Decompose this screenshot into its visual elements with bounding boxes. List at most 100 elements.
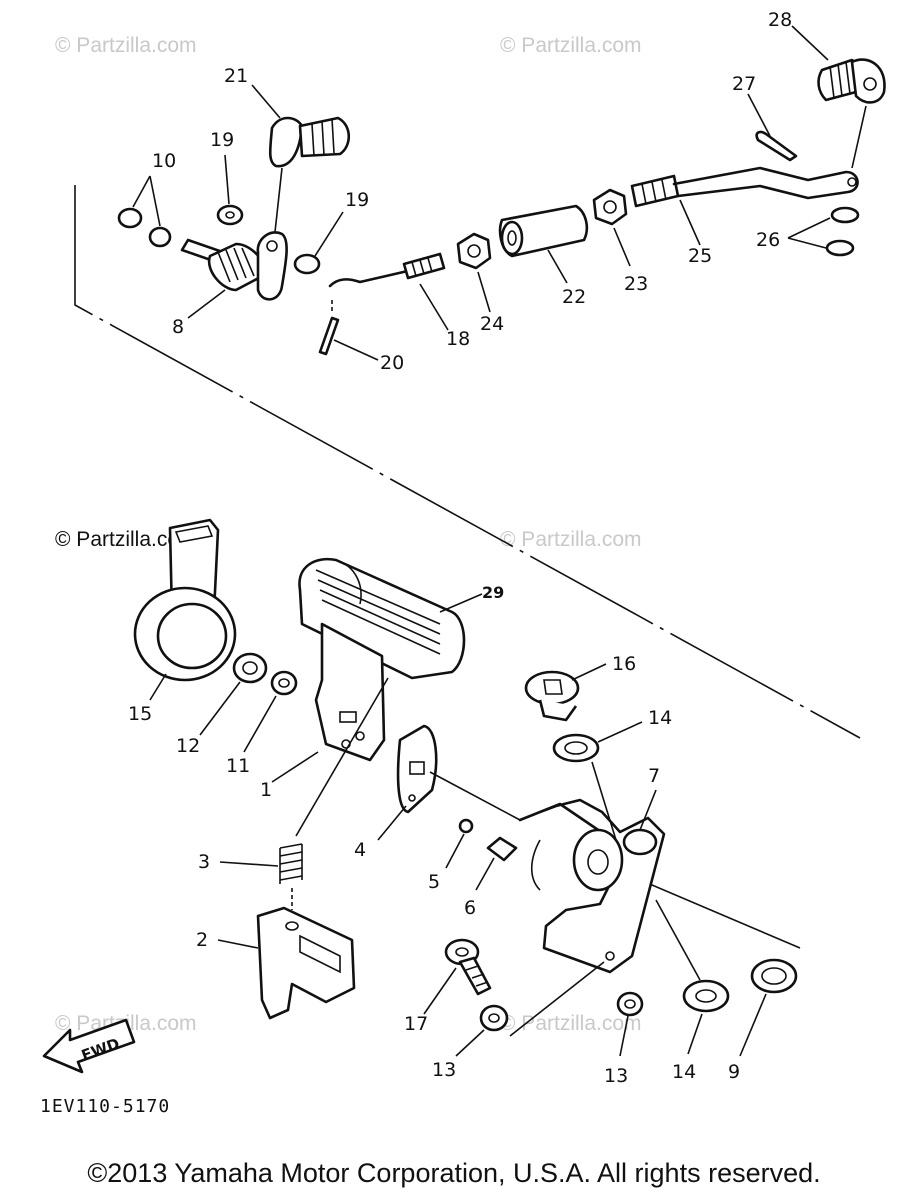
- leader-line: [251, 84, 281, 119]
- part-25-rod: [672, 166, 859, 200]
- leader-line: [149, 673, 167, 701]
- lever-arm: [256, 231, 288, 301]
- leader-line: [217, 939, 259, 949]
- part-21-boot: [268, 116, 351, 168]
- leader-line: [377, 805, 407, 841]
- part-10-washer: [148, 226, 172, 248]
- part-8-shaft: [180, 238, 272, 292]
- part-9-washer: [750, 958, 798, 994]
- callout-5: 5: [428, 871, 440, 893]
- leader-line: [791, 25, 829, 61]
- leader-line: [739, 993, 767, 1057]
- callout-15: 15: [128, 703, 152, 725]
- leader-line: [639, 789, 657, 831]
- part-24-nut: [456, 232, 492, 270]
- leader-line: [679, 199, 701, 246]
- callout-23: 23: [624, 273, 648, 295]
- leader-line: [475, 857, 495, 891]
- part-5-ball: [458, 818, 474, 834]
- leader-line: [571, 663, 607, 681]
- leader-line: [132, 175, 161, 227]
- callout-17: 17: [404, 1013, 428, 1035]
- callout-13: 13: [604, 1065, 628, 1087]
- leader-line: [219, 861, 279, 867]
- callout-29: 29: [482, 583, 504, 602]
- part-16-plug: [524, 670, 580, 722]
- leader-line: [333, 339, 379, 361]
- parts-diagram: © Partzilla.com © Partzilla.com © Partzi…: [40, 9, 886, 1117]
- part-4-plate: [396, 724, 438, 814]
- leader-line: [445, 833, 465, 869]
- part-2-detent: [256, 906, 356, 1020]
- callout-27: 27: [732, 73, 756, 95]
- callout-2: 2: [196, 929, 208, 951]
- part-10-washer: [117, 207, 143, 229]
- callout-9: 9: [728, 1061, 740, 1083]
- watermark: © Partzilla.com: [500, 528, 642, 551]
- leader-line: [619, 1015, 629, 1057]
- callout-16: 16: [612, 653, 636, 675]
- part-14-washer: [552, 733, 600, 763]
- watermark: © Partzilla.com: [55, 34, 197, 57]
- callout-3: 3: [198, 851, 210, 873]
- watermark: © Partzilla.com: [55, 528, 197, 551]
- part-13-washer: [479, 1004, 509, 1032]
- callout-13: 13: [432, 1059, 456, 1081]
- callout-6: 6: [464, 897, 476, 919]
- part-19-washer: [293, 253, 321, 275]
- callout-19: 19: [210, 129, 234, 151]
- part-18-rod: [328, 268, 414, 288]
- leader-line: [613, 227, 631, 267]
- part-14-washer: [682, 979, 730, 1013]
- diagram-code: 1EV110-5170: [40, 1096, 170, 1117]
- part-27-clip: [755, 130, 798, 162]
- copyright-notice: ©2013 Yamaha Motor Corporation, U.S.A. A…: [87, 1158, 821, 1188]
- callout-24: 24: [480, 313, 504, 335]
- callout-26: 26: [756, 229, 780, 251]
- part-1-lever: [314, 622, 386, 762]
- leader-line: [477, 271, 491, 313]
- part-23-nut: [592, 188, 628, 226]
- assembly-line: [74, 185, 861, 739]
- callout-25: 25: [688, 245, 712, 267]
- leader-line: [787, 217, 831, 249]
- callout-21: 21: [224, 65, 248, 87]
- part-11-washer: [270, 670, 298, 696]
- leader-line: [271, 751, 319, 783]
- part-19-washer: [216, 204, 244, 226]
- callout-14: 14: [648, 707, 672, 729]
- callout-11: 11: [226, 755, 250, 777]
- watermark: © Partzilla.com: [500, 34, 642, 57]
- callout-18: 18: [446, 328, 470, 350]
- callout-14: 14: [672, 1061, 696, 1083]
- callout-12: 12: [176, 735, 200, 757]
- part-6-spring: [486, 836, 518, 862]
- leader-line: [439, 593, 483, 613]
- callout-20: 20: [380, 352, 404, 374]
- leader-line: [314, 211, 344, 257]
- part-3-spring: [279, 843, 303, 884]
- leader-line: [455, 1029, 485, 1057]
- callout-7: 7: [648, 765, 660, 787]
- callout-19: 19: [345, 189, 369, 211]
- part-12-collar: [232, 652, 268, 684]
- callout-1: 1: [260, 779, 272, 801]
- leader-line: [224, 154, 230, 205]
- leader-line: [187, 289, 226, 319]
- leader-line: [199, 681, 241, 736]
- part-25-thread: [630, 174, 680, 208]
- leader-line: [243, 695, 277, 753]
- part-18-thread: [402, 252, 446, 280]
- part-17-bolt: [444, 938, 492, 996]
- part-29-grip: [298, 557, 466, 680]
- leader-line: [687, 1013, 703, 1055]
- callout-8: 8: [172, 316, 184, 338]
- part-28-boot: [817, 58, 886, 104]
- callout-10: 10: [152, 150, 176, 172]
- part-15-bracket: [133, 518, 237, 682]
- leader-line: [419, 283, 449, 331]
- callout-4: 4: [354, 839, 366, 861]
- leader-line: [547, 249, 568, 284]
- callout-22: 22: [562, 286, 586, 308]
- part-13-washer: [616, 991, 644, 1017]
